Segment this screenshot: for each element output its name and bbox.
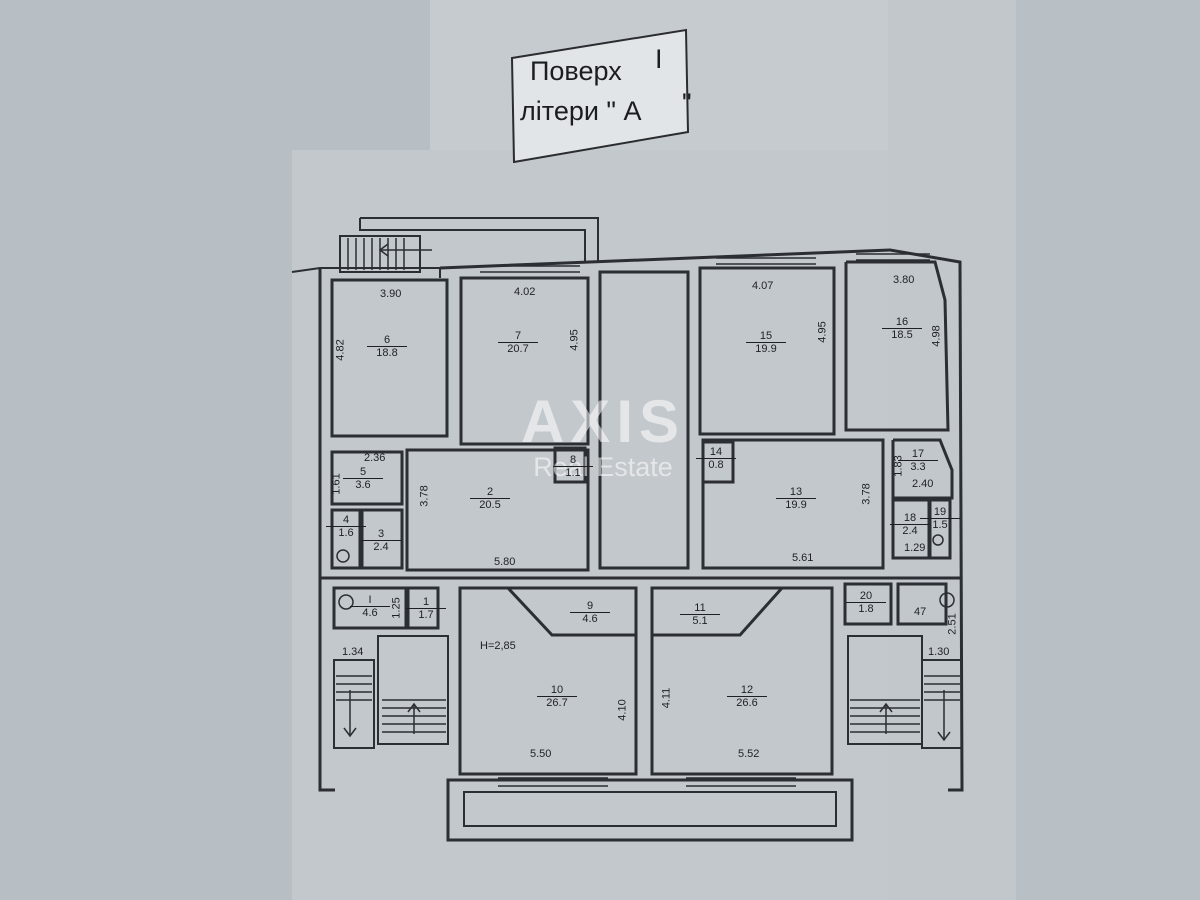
dim-label: 4.95 — [816, 321, 829, 343]
dim-label: 1.25 — [390, 597, 403, 619]
title-letter-quote: " — [682, 88, 692, 118]
watermark-brand: AXIS — [520, 388, 686, 455]
title-floor-word: Поверх — [530, 56, 622, 86]
dim-label: 3.90 — [380, 288, 402, 300]
dim-label: 5.52 — [738, 748, 760, 760]
dim-label: 4.02 — [514, 286, 536, 298]
dim-label: 1.29 — [904, 542, 926, 554]
dim-label: 2.40 — [912, 478, 934, 490]
dim-label: 1.34 — [342, 646, 364, 658]
dim-label: 4.98 — [930, 325, 943, 347]
dim-label: 4.07 — [752, 280, 774, 292]
dim-label: 3.78 — [860, 483, 873, 505]
dim-label: 4.11 — [660, 687, 673, 709]
paper-sheet-right — [888, 0, 1018, 900]
ceiling-height-label: H=2,85 — [480, 640, 516, 652]
dim-label: 4.82 — [334, 339, 347, 361]
floor-title-label: Поверх I літери " А " — [510, 28, 692, 163]
dim-label: 5.80 — [494, 556, 516, 568]
background-right — [1016, 0, 1200, 900]
dim-label: 5.61 — [792, 552, 814, 564]
title-frame — [510, 28, 690, 163]
dim-label: 3.80 — [893, 274, 915, 286]
title-letter-word: літери " А — [520, 96, 642, 126]
dim-label: 1.83 — [892, 455, 905, 477]
watermark-subtitle: Real Estate — [533, 452, 673, 482]
dim-label: 1.30 — [928, 646, 950, 658]
dim-label: 47 — [914, 606, 927, 618]
dim-label: 4.10 — [616, 699, 629, 721]
dim-label: 5.50 — [530, 748, 552, 760]
dim-label: 3.78 — [418, 485, 431, 507]
watermark: AXIS Real Estate — [498, 388, 708, 483]
dim-label: 2.51 — [946, 613, 959, 635]
dim-label: 1.61 — [330, 473, 343, 495]
dim-label: 2.36 — [364, 452, 386, 464]
dim-label: 4.95 — [568, 329, 581, 351]
title-floor-number: I — [655, 44, 663, 74]
